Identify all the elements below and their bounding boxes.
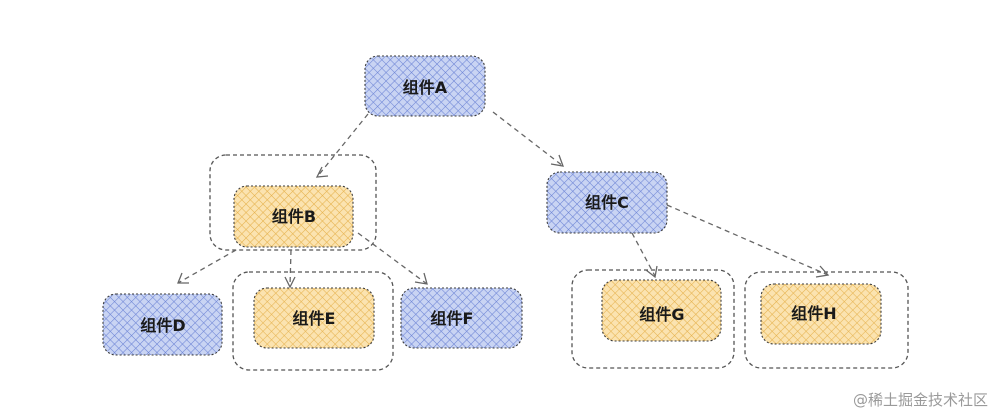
node-e-label: 组件E xyxy=(293,309,336,328)
arrowhead-e xyxy=(284,276,296,289)
node-g: 组件G xyxy=(601,279,722,342)
node-h-label: 组件H xyxy=(791,304,836,323)
node-f: 组件F xyxy=(400,287,523,349)
watermark-text: @稀土掘金技术社区 xyxy=(852,391,988,409)
arrowhead-b xyxy=(315,166,329,178)
container-e xyxy=(232,271,394,371)
node-d: 组件D xyxy=(102,293,223,356)
node-b: 组件B xyxy=(233,185,354,248)
edge-b-f xyxy=(357,232,428,285)
node-a: 组件A xyxy=(364,55,486,117)
edge-c-g xyxy=(631,232,656,277)
edge-a-b xyxy=(316,113,369,178)
arrowhead-c xyxy=(550,154,564,167)
arrowhead-g xyxy=(645,265,658,279)
node-c: 组件C xyxy=(546,171,668,234)
node-e: 组件E xyxy=(253,287,375,349)
arrowhead-f xyxy=(414,272,428,285)
node-c-label: 组件C xyxy=(585,193,629,212)
container-g xyxy=(571,269,735,369)
edge-b-e xyxy=(289,249,292,287)
container-b xyxy=(209,154,377,251)
arrowhead-h xyxy=(815,265,830,278)
edge-b-d xyxy=(177,249,237,284)
edge-c-h xyxy=(666,204,829,276)
node-f-label: 组件F xyxy=(431,309,474,328)
node-b-label: 组件B xyxy=(272,207,316,226)
node-a-label: 组件A xyxy=(403,78,448,97)
node-d-label: 组件D xyxy=(140,316,185,335)
container-h xyxy=(744,271,909,369)
arrowhead-d xyxy=(177,272,189,284)
edge-a-c xyxy=(492,111,564,167)
node-g-label: 组件G xyxy=(639,305,684,324)
node-h: 组件H xyxy=(760,283,882,345)
